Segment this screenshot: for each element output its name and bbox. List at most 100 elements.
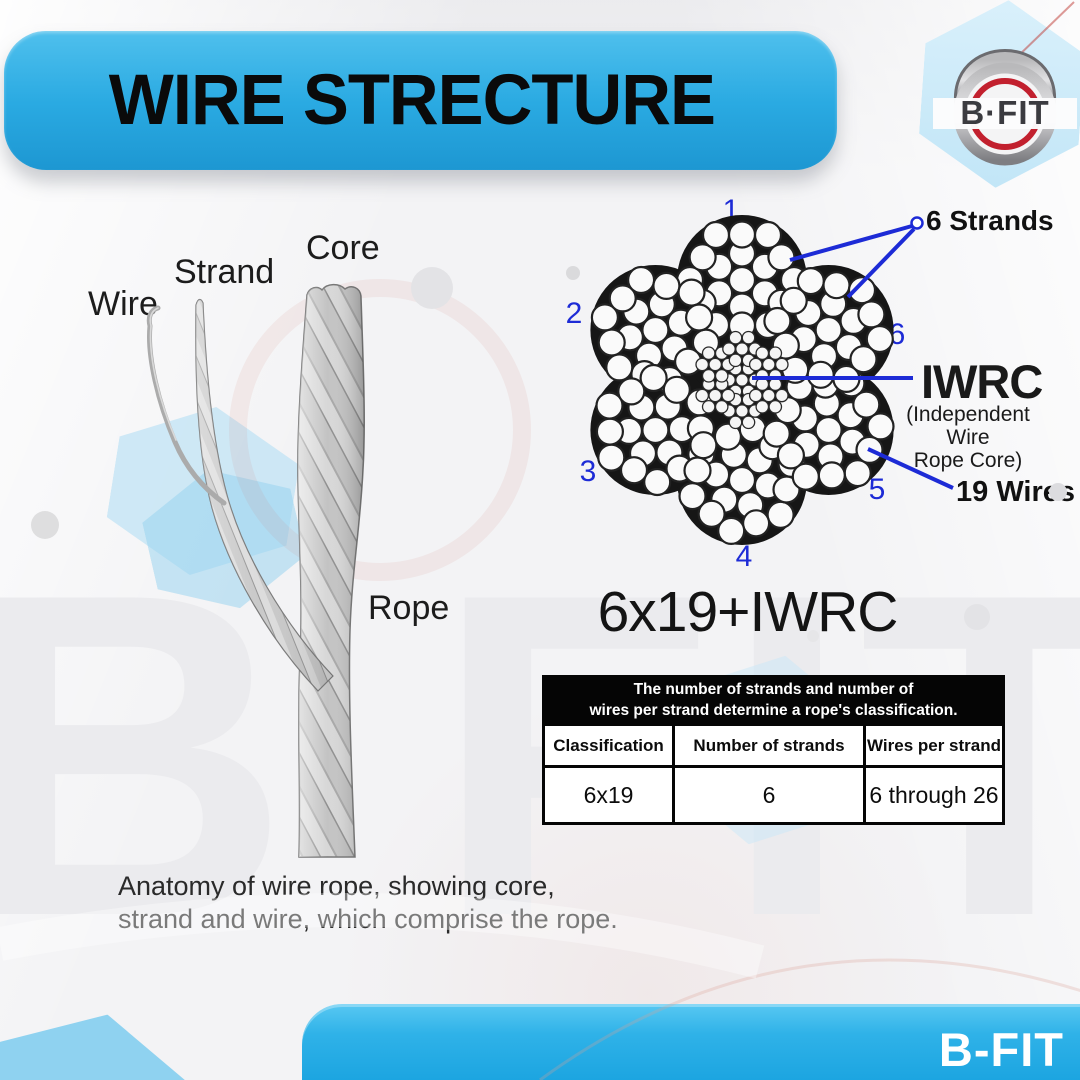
faint-ring [229,279,531,581]
xsec-wire [695,357,710,372]
xsec-wire [701,346,716,361]
col-header-classification: Classification [542,723,675,768]
xsec-wire [619,456,649,485]
wire-filament-highlight [149,307,177,441]
xsec-wire [639,363,668,393]
gray-dot [411,267,453,309]
xsec-wire [714,399,729,414]
xsec-wire [595,417,625,446]
caption-line: Anatomy of wire rope, showing core, [118,871,555,901]
xsec-wire [728,415,743,430]
figure-caption: Anatomy of wire rope, showing core, stra… [118,870,618,936]
xsec-wire [766,500,795,529]
table-caption-row: The number of strands and number of wire… [541,675,1006,726]
xsec-wire [791,462,820,491]
xsec-wire [772,475,801,504]
xsec-wire [721,388,736,403]
xsec-wire [817,461,846,490]
label-core: Core [306,229,380,267]
callout-anchor-dot [910,216,924,230]
cell-strands: 6 [672,765,866,825]
logo-text-band [933,98,1077,129]
xsec-wire [822,271,851,300]
xsec-wire [688,243,717,272]
xsec-wire [595,391,624,420]
xsec-wire [608,284,637,313]
xsec-wire [617,377,646,406]
xsec-wire [590,303,620,332]
strand-number-4: 4 [735,540,753,573]
label-rope: Rope [368,589,450,627]
xsec-wire [641,415,670,445]
callout-six-strands: 6 Strands [926,205,1054,236]
gray-dot [566,266,580,280]
xsec-wire [748,388,763,403]
xsec-wire [695,388,710,403]
xsec-wire [678,482,707,511]
xsec-wire [714,368,729,383]
logo-wordmark: B·FIT [960,94,1049,131]
table-caption-line: wires per strand determine a rope's clas… [589,701,958,719]
bfit-logo: B·FIT [933,49,1077,166]
xsec-wire [701,220,731,250]
rope-photo-figure [146,283,366,858]
xsec-wire [753,220,783,250]
xsec-wire [701,368,716,383]
xsec-wire [761,357,776,372]
xsec-wire [626,265,656,295]
xsec-wire [755,346,770,361]
xsec-wire [717,516,746,546]
strand-number-5: 5 [868,473,886,506]
callout-lines [752,216,954,490]
xsec-wire [735,342,749,356]
xsec-wire [866,412,895,441]
xsec-wire [774,357,789,372]
xsec-wire [847,276,877,305]
xsec-wire [677,278,706,307]
white-swoosh [0,893,765,979]
xsec-wire [689,431,718,460]
xsec-wire [727,265,757,295]
xsec-wire [774,388,789,403]
rope-designation: 6x19+IWRC [597,580,899,644]
xsec-wire [662,375,691,404]
xsec-wire [684,303,714,332]
xsec-wire [708,357,723,372]
strand-number-2: 2 [565,297,583,330]
table-caption: The number of strands and number of wire… [541,675,1006,726]
xsec-wire [713,422,743,451]
callout-iwrc: IWRC [921,355,1043,408]
col-header-strands: Number of strands [672,723,866,768]
caption-line: strand and wire, which comprise the rope… [118,903,618,934]
strands-callout-line [846,227,916,299]
xsec-wire [767,243,796,272]
xsec-wire [701,399,716,414]
xsec-wire [741,330,756,345]
xsec-wire [683,456,712,485]
xsec-wire [697,499,726,528]
xsec-wire [748,357,763,372]
xsec-wire [763,306,792,336]
label-strand: Strand [174,253,275,291]
xsec-wire [641,315,670,345]
xsec-wire [643,467,672,497]
xsec-wire [741,415,756,430]
cell-classification: 6x19 [542,765,675,825]
xsec-wire [762,419,791,448]
rope-shading [297,284,365,857]
xsec-wire [727,220,757,249]
xsec-wire [728,330,743,345]
gray-dot [964,604,990,630]
col-header-wires: Wires per strand [862,723,1006,768]
xsec-wire [755,399,770,414]
cell-wires: 6 through 26 [862,765,1006,825]
table-caption-line: The number of strands and number of [633,680,914,698]
xsec-wire [722,342,736,356]
xsec-wire [857,300,886,329]
xsec-wire [776,441,806,470]
callout-iwrc-subtitle: (Independent Wire Rope Core) [886,403,1050,472]
gray-dot [807,630,819,642]
